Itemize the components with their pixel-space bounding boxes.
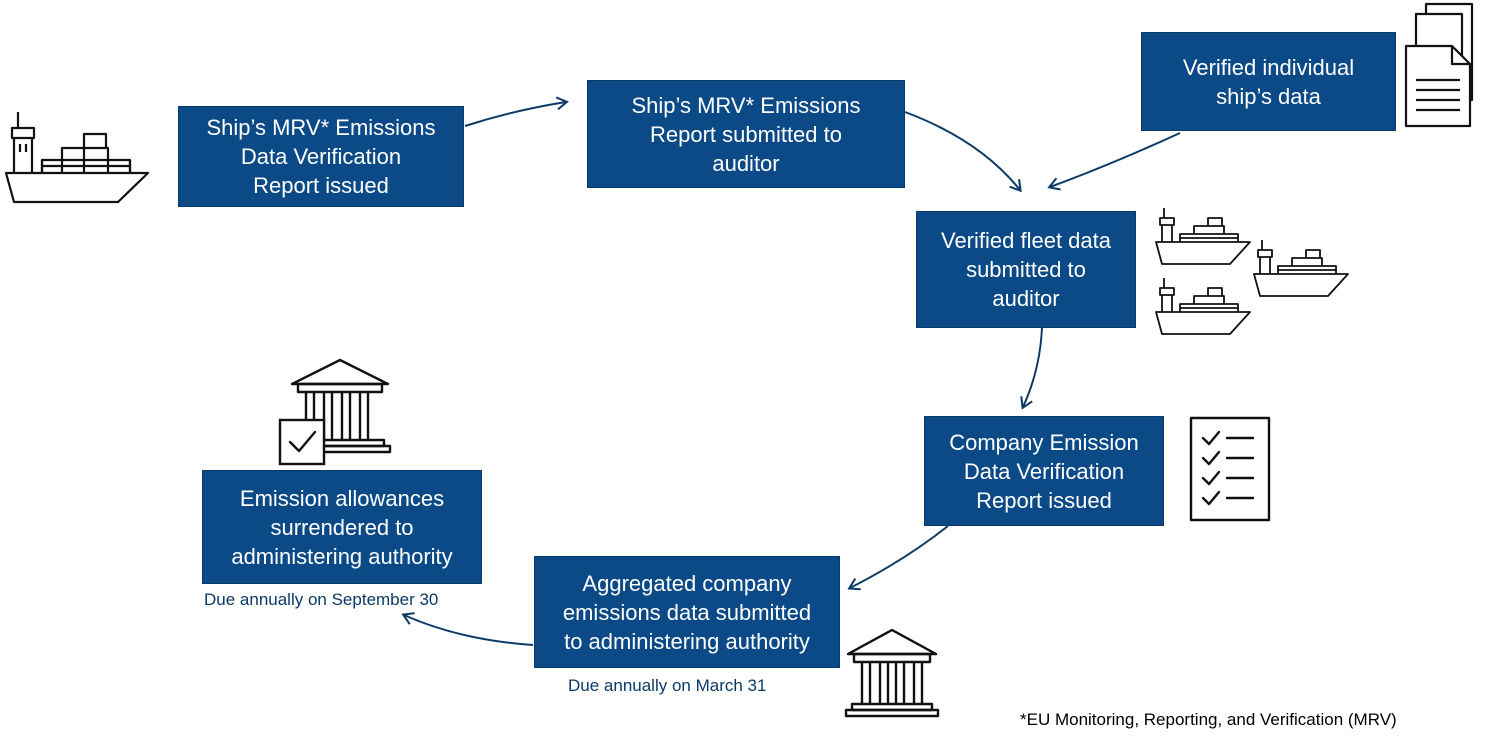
arrow-report-to-submitted bbox=[464, 96, 569, 127]
cargo-ship-icon bbox=[4, 112, 150, 204]
node-verified-individual: Verified individual ship’s data bbox=[1141, 32, 1396, 131]
node-ship-report-line-2: Data Verification bbox=[240, 144, 402, 169]
node-allowances-line-1: Emission allowances bbox=[239, 485, 445, 511]
node-allowances-line-3: administering authority bbox=[231, 543, 453, 569]
node-ship-report: Ship’s MRV* Emissions Data Verification … bbox=[178, 106, 464, 207]
node-verified-fleet-line-1: Verified fleet data bbox=[940, 228, 1111, 253]
approved-authority-icon bbox=[278, 358, 392, 466]
arrow-submitted-to-fleet bbox=[904, 111, 1022, 193]
authority-building-icon bbox=[844, 628, 940, 718]
node-aggregated-line-1: Aggregated company bbox=[582, 570, 792, 596]
arrow-aggregated-to-allowances bbox=[401, 612, 534, 646]
due-september-label: Due annually on September 30 bbox=[204, 590, 439, 609]
checklist-icon bbox=[1189, 416, 1271, 522]
node-aggregated-line-2: emissions data submitted bbox=[562, 599, 812, 625]
node-submitted-auditor-line-1: Ship’s MRV* Emissions bbox=[631, 92, 861, 118]
fleet-ships-icon bbox=[1155, 208, 1349, 335]
node-ship-report-line-1: Ship’s MRV* Emissions bbox=[206, 115, 436, 140]
node-aggregated-line-3: to administering authority bbox=[564, 628, 810, 654]
node-verified-individual-line-1: Verified individual bbox=[1182, 54, 1355, 80]
node-company-report-line-2: Data Verification bbox=[963, 458, 1125, 484]
node-ship-report-line-3: Report issued bbox=[253, 173, 389, 198]
node-submitted-auditor: Ship’s MRV* Emissions Report submitted t… bbox=[587, 80, 905, 188]
arrow-company-to-aggregated bbox=[847, 525, 949, 591]
node-allowances: Emission allowances surrendered to admin… bbox=[202, 470, 482, 584]
node-company-report: Company Emission Data Verification Repor… bbox=[924, 416, 1164, 526]
mrv-footnote: *EU Monitoring, Reporting, and Verificat… bbox=[1020, 710, 1397, 729]
node-company-report-line-3: Report issued bbox=[976, 487, 1112, 513]
documents-icon bbox=[1404, 2, 1474, 128]
node-verified-fleet-line-3: auditor bbox=[992, 286, 1060, 311]
node-company-report-line-1: Company Emission bbox=[949, 429, 1139, 455]
node-submitted-auditor-line-2: Report submitted to bbox=[650, 121, 842, 147]
node-allowances-line-2: surrendered to bbox=[270, 514, 414, 540]
node-verified-fleet: Verified fleet data submitted to auditor bbox=[916, 211, 1136, 328]
node-verified-fleet-line-2: submitted to bbox=[966, 257, 1086, 282]
arrow-fleet-to-company bbox=[1020, 327, 1043, 410]
node-verified-individual-line-2: ship’s data bbox=[1216, 83, 1321, 109]
arrow-individual-to-fleet bbox=[1047, 132, 1181, 191]
node-submitted-auditor-line-3: auditor bbox=[712, 150, 780, 176]
due-march-label: Due annually on March 31 bbox=[568, 676, 767, 695]
node-aggregated: Aggregated company emissions data submit… bbox=[534, 556, 840, 668]
